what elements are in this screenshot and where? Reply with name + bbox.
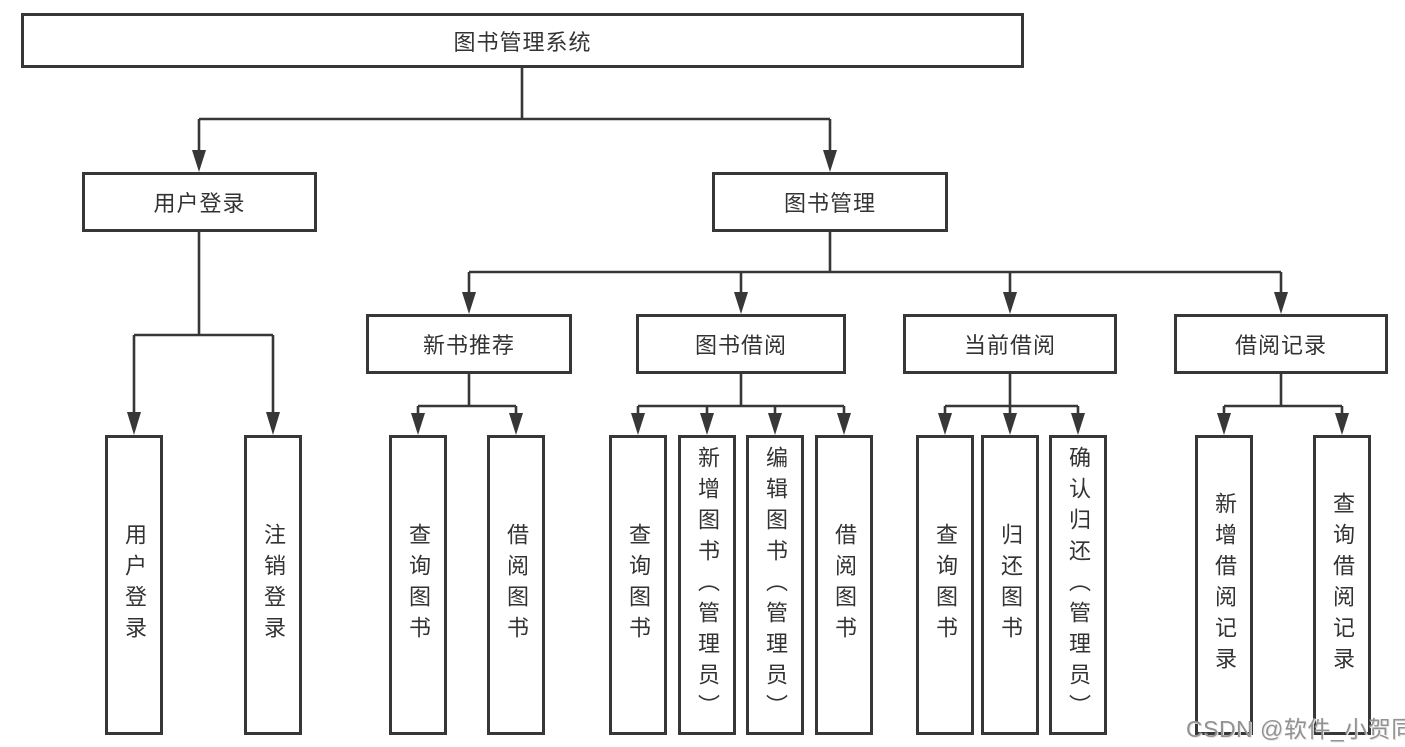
leaf-label: 新增图书（管理员） [695,445,720,725]
leaf-borrow-books: 借阅图书 [815,435,873,735]
leaf-query-books-borrowing: 查询图书 [609,435,667,735]
csdn-watermark: CSDN @软件_小贺同学 [1186,716,1405,742]
node-current-borrowing: 当前借阅 [903,314,1117,374]
leaf-query-books-recommend: 查询图书 [389,435,447,735]
leaf-label: 查询借阅记录 [1330,492,1355,678]
node-user-login: 用户登录 [82,172,317,232]
leaf-query-borrow-record: 查询借阅记录 [1313,435,1371,735]
node-library-system: 图书管理系统 [21,13,1024,68]
leaf-edit-books-admin: 编辑图书（管理员） [746,435,804,735]
node-label: 当前借阅 [963,333,1056,358]
leaf-query-books-current: 查询图书 [916,435,974,735]
leaf-label: 编辑图书（管理员） [763,445,788,725]
leaf-label: 查询图书 [626,523,651,647]
leaf-label: 借阅图书 [504,523,529,647]
node-borrow-records: 借阅记录 [1174,314,1388,374]
node-book-management: 图书管理 [712,172,948,232]
node-label: 新书推荐 [422,333,515,358]
leaf-add-books-admin: 新增图书（管理员） [678,435,736,735]
leaf-label: 归还图书 [998,523,1023,647]
leaf-label: 注销登录 [261,523,286,647]
node-label: 图书借阅 [694,333,787,358]
leaf-label: 查询图书 [933,523,958,647]
node-label: 图书管理 [783,191,876,216]
leaf-borrow-books-recommend: 借阅图书 [487,435,545,735]
node-label: 借阅记录 [1234,333,1327,358]
leaf-label: 用户登录 [122,523,147,647]
node-new-book-recommendation: 新书推荐 [366,314,572,374]
leaf-label: 新增借阅记录 [1212,492,1237,678]
node-label: 用户登录 [153,191,246,216]
leaf-confirm-return-admin: 确认归还（管理员） [1049,435,1107,735]
leaf-add-borrow-record: 新增借阅记录 [1195,435,1253,735]
leaf-label: 借阅图书 [832,523,857,647]
leaf-label: 确认归还（管理员） [1066,445,1091,725]
leaf-label: 查询图书 [406,523,431,647]
leaf-logout: 注销登录 [244,435,302,735]
node-book-borrowing: 图书借阅 [636,314,846,374]
node-label: 图书管理系统 [453,29,592,55]
leaf-return-books: 归还图书 [981,435,1039,735]
leaf-user-login: 用户登录 [105,435,163,735]
